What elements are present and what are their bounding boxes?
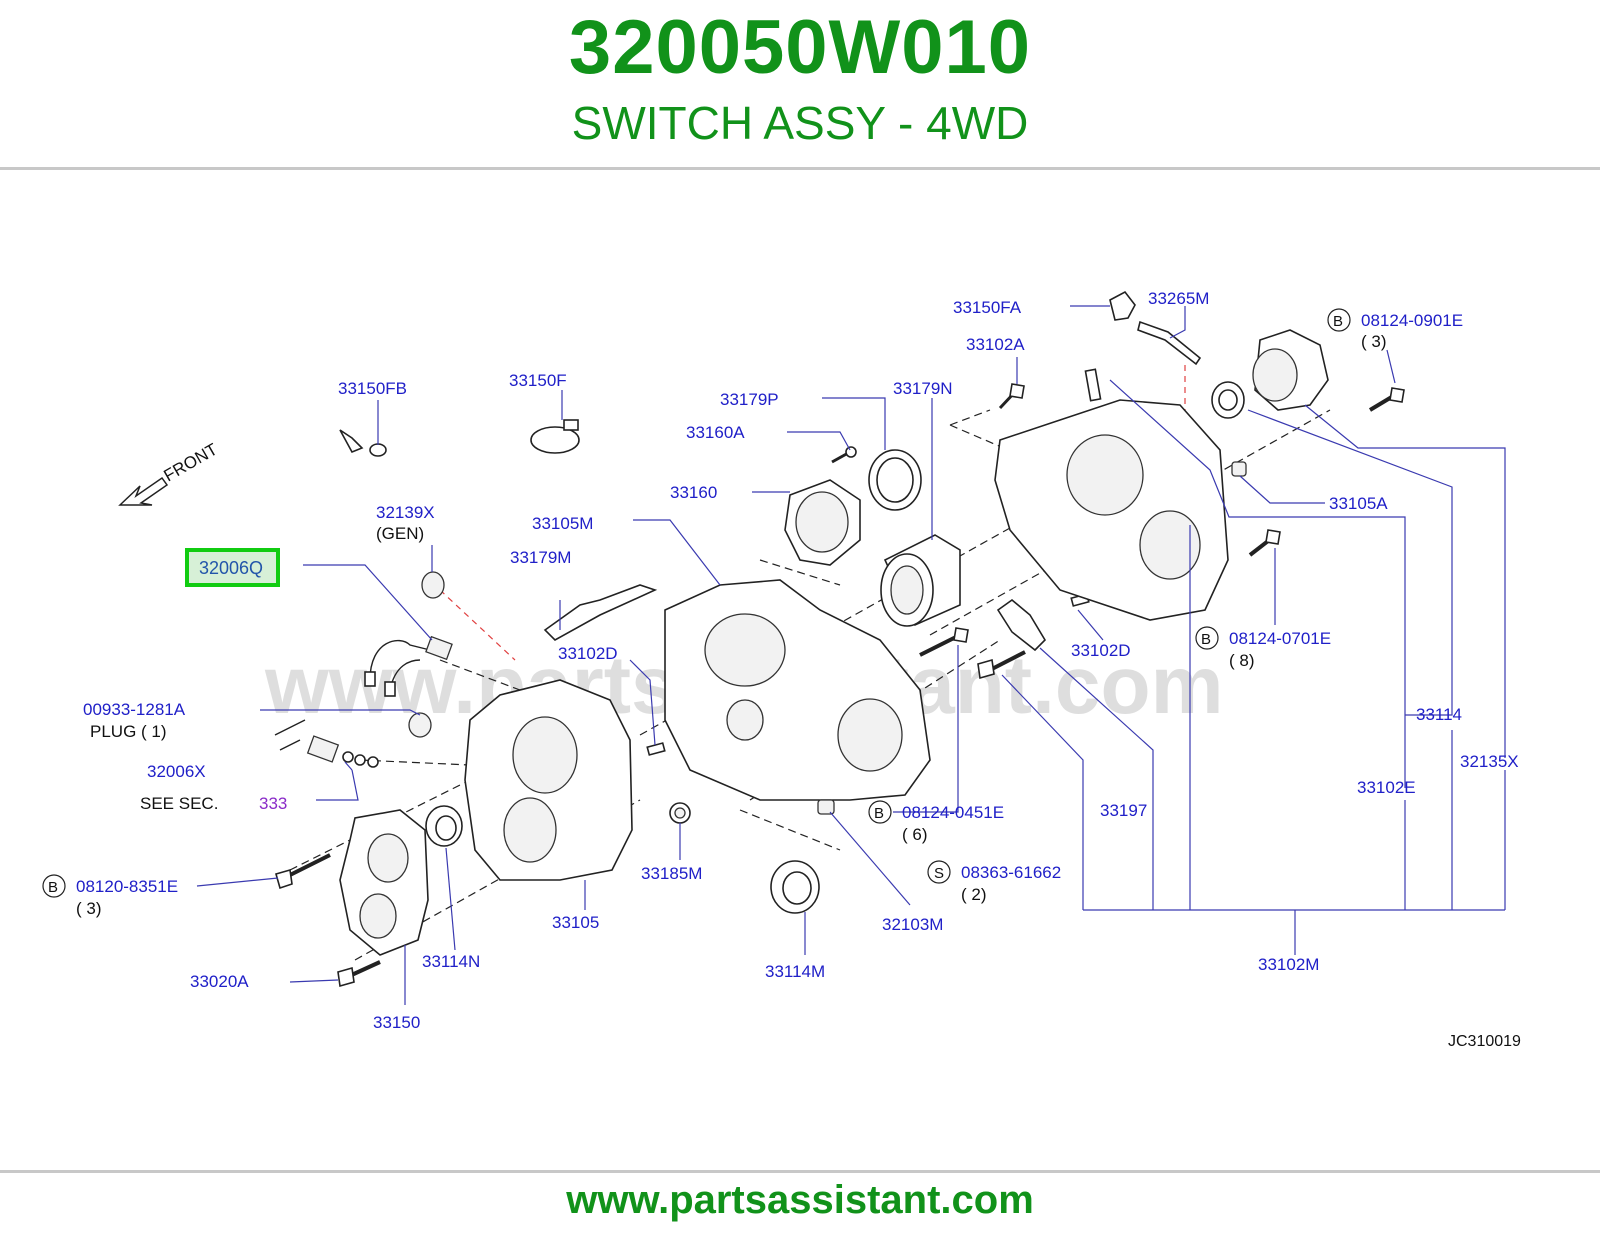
label-33160[interactable]: 33160: [670, 483, 717, 502]
footer-site-link[interactable]: www.partsassistant.com: [566, 1178, 1034, 1222]
guide-33179m: [543, 584, 658, 641]
part-name-subtitle: SWITCH ASSY - 4WD: [571, 97, 1029, 149]
drawing-code: JC310019: [1448, 1033, 1521, 1050]
label-08363-61662[interactable]: 08363-61662: [961, 863, 1061, 882]
label-qty-3a: ( 3): [76, 899, 102, 918]
breather-pipe: [1084, 368, 1102, 402]
label-see-sec: SEE SEC.: [140, 794, 218, 813]
top-divider: [0, 167, 1600, 170]
screw-08363: [977, 650, 1026, 680]
label-33114[interactable]: 33114: [1416, 705, 1462, 724]
label-32135x[interactable]: 32135X: [1460, 752, 1519, 771]
label-32139x[interactable]: 32139X: [376, 503, 435, 522]
part-number-title: 320050W010: [568, 5, 1032, 90]
case-33114: [994, 399, 1229, 621]
case-33105: [464, 679, 633, 881]
label-08124-0451e[interactable]: 08124-0451E: [902, 803, 1004, 822]
b-mark-08124-0451e: B: [868, 800, 892, 824]
bearing-33179n: [880, 534, 961, 627]
label-33105a[interactable]: 33105A: [1329, 494, 1388, 513]
label-32006x[interactable]: 32006X: [147, 762, 206, 781]
bottom-divider: [0, 1170, 1600, 1173]
label-33114m[interactable]: 33114M: [765, 962, 825, 981]
seal-33105a: [1211, 381, 1245, 419]
case-33105m: [664, 579, 931, 801]
label-33150fb[interactable]: 33150FB: [338, 379, 407, 398]
b-mark-08120: B: [42, 874, 66, 898]
svg-text:S: S: [934, 865, 944, 882]
clip-33150fb: [339, 429, 387, 457]
label-33197[interactable]: 33197: [1100, 801, 1147, 820]
label-33150f[interactable]: 33150F: [509, 371, 567, 390]
switch-32006x: [274, 719, 379, 768]
plug-32139x: [421, 571, 445, 599]
bracket-33197: [996, 598, 1047, 652]
label-33179n[interactable]: 33179N: [893, 379, 953, 398]
seal-33114m: [770, 860, 820, 914]
bolt-08124-0901e: [1368, 387, 1405, 412]
plug-rear: [1231, 461, 1247, 477]
label-32103m[interactable]: 32103M: [882, 915, 943, 934]
svg-text:B: B: [874, 805, 884, 822]
label-33102d-right[interactable]: 33102D: [1071, 641, 1131, 660]
label-qty-3b: ( 3): [1361, 332, 1387, 351]
front-arrow-icon: [118, 476, 169, 506]
label-33185m[interactable]: 33185M: [641, 864, 702, 883]
label-sec-333[interactable]: 333: [259, 794, 287, 813]
label-33179m[interactable]: 33179M: [510, 548, 571, 567]
b-mark-08124-0901e: B: [1327, 308, 1351, 332]
bolt-08124-0451e: [919, 627, 969, 657]
label-33265m[interactable]: 33265M: [1148, 289, 1209, 308]
highlight-box-32006q[interactable]: [185, 548, 280, 587]
label-gen: (GEN): [376, 524, 424, 543]
label-08120-8351e[interactable]: 08120-8351E: [76, 877, 178, 896]
label-33102e[interactable]: 33102E: [1357, 778, 1416, 797]
label-qty-6: ( 6): [902, 825, 928, 844]
bolt-33160a: [831, 446, 857, 464]
plug-00933: [408, 712, 432, 738]
s-mark-08363: S: [927, 860, 951, 884]
label-33102d-left[interactable]: 33102D: [558, 644, 618, 663]
switch-32006q: [364, 635, 453, 697]
label-33102m[interactable]: 33102M: [1258, 955, 1319, 974]
label-qty-2: ( 2): [961, 885, 987, 904]
housing-32135x: [1252, 329, 1329, 411]
label-33105[interactable]: 33105: [552, 913, 599, 932]
bracket-33265m: [1137, 320, 1202, 366]
b-mark-08124-0701e: B: [1195, 626, 1219, 650]
label-33114n[interactable]: 33114N: [422, 952, 480, 971]
label-08124-0701e[interactable]: 08124-0701E: [1229, 629, 1331, 648]
svg-text:B: B: [1333, 313, 1343, 330]
cover-33150: [339, 809, 429, 956]
bolt-08120: [275, 853, 331, 890]
label-33179p[interactable]: 33179P: [720, 390, 779, 409]
label-00933-1281a[interactable]: 00933-1281A: [83, 700, 186, 719]
bolt-33102a: [998, 383, 1025, 410]
label-32006q[interactable]: 32006Q: [199, 558, 263, 578]
svg-text:B: B: [1201, 631, 1211, 648]
label-08124-0901e[interactable]: 08124-0901E: [1361, 311, 1463, 330]
cover-33160: [784, 479, 861, 566]
label-33102a[interactable]: 33102A: [966, 335, 1025, 354]
label-33150fa[interactable]: 33150FA: [953, 298, 1022, 317]
bolt-08124-0701e: [1248, 529, 1281, 557]
clamp-33150f: [530, 419, 580, 454]
label-33160a[interactable]: 33160A: [686, 423, 745, 442]
svg-text:B: B: [48, 879, 58, 896]
label-qty-8: ( 8): [1229, 651, 1255, 670]
plug-32103m: [817, 799, 835, 815]
seal-33114n: [425, 805, 463, 847]
label-33150[interactable]: 33150: [373, 1013, 420, 1032]
clip-33150fa: [1109, 290, 1136, 321]
label-plug-qty: PLUG ( 1): [90, 722, 167, 741]
front-label: FRONT: [161, 440, 221, 486]
bolt-33020a: [337, 960, 381, 988]
label-33020a[interactable]: 33020A: [190, 972, 249, 991]
seal-33185m: [669, 802, 691, 824]
dowel-33102d-left: [646, 742, 666, 756]
leader-lines: [196, 305, 1506, 1005]
label-33105m[interactable]: 33105M: [532, 514, 593, 533]
ring-33179p: [868, 449, 922, 511]
